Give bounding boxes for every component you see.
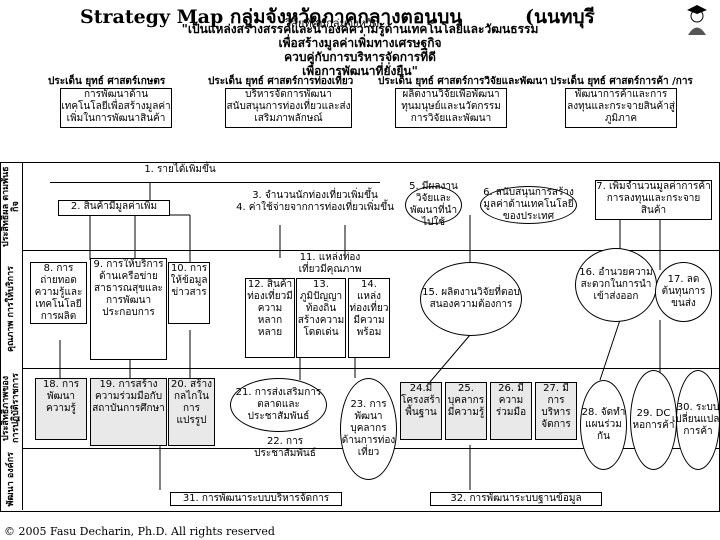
- strategy-header-4: ประเด็น ยุทธ์ ศาสตร์การค้า /การ: [550, 76, 693, 87]
- title-text: Strategy Map กลุ่มจังหวัดภาคกลางตอนบน: [80, 6, 463, 28]
- objective-7: 7. เพิ่มจำนวนมูลค่าการค้าการลงทุนและกระจ…: [595, 180, 712, 220]
- objective-3: 3. จำนวนนักท่องเที่ยวเพิ่มขึ้น: [252, 190, 378, 201]
- objective-21: 21. การส่งเสริมการตลาดและประชาสัมพันธ์: [230, 378, 327, 432]
- objective-31: 31. การพัฒนาระบบบริหารจัดการ: [170, 492, 342, 506]
- objective-1-bar: [50, 176, 380, 183]
- objective-5: 5. มีผลงานวิจัยและพัฒนาที่นำไปใช้: [405, 181, 462, 228]
- objective-30: 30. ระบบเปลี่ยนแปลงการค้า: [672, 370, 720, 470]
- objective-24: 24.มีโครงสร้างพื้นฐาน: [400, 382, 442, 440]
- graduate-logo-icon: [680, 2, 714, 36]
- strategy-headers: ประเด็น ยุทธ์ ศาสตร์เกษตร ประเด็น ยุทธ์ …: [30, 74, 720, 87]
- band-divider-1: [22, 250, 720, 251]
- vision-line-4: เพื่อการพัฒนาที่ยั่งยืน": [302, 64, 418, 78]
- vision-heading: วิสัยทัศน์กลุ่มจังหวัด: [285, 17, 380, 30]
- objective-23: 23. การพัฒนาบุคลากรด้านการท่องเที่ยว: [340, 378, 397, 480]
- objective-20: 20. สร้างกลไกในการแปรรูป: [168, 378, 215, 446]
- strategy-header-3: ประเด็น ยุทธ์ ศาสตร์การวิจัยและพัฒนา: [378, 76, 548, 87]
- page-title: Strategy Map กลุ่มจังหวัดภาคกลางตอนบน (น…: [80, 2, 640, 32]
- strategy-box-agri: การพัฒนาด้านเทคโนโลยีเพื่อสร้างมูลค่าเพิ…: [60, 88, 172, 128]
- objective-12: 12. สินค้าท่องเที่ยวมีความหลากหลาย: [245, 278, 295, 358]
- objective-8: 8. การถ่ายทอดความรู้และเทคโนโลยีการผลิต: [30, 262, 87, 324]
- objective-15: 15. ผลิตงานวิจัยที่ตอบสนองความต้องการ: [420, 262, 522, 336]
- objective-19: 19. การสร้างความร่วมมือกับสถาบันการศึกษา: [90, 378, 167, 446]
- objective-32: 32. การพัฒนาระบบฐานข้อมูล: [430, 492, 602, 506]
- objective-16: 16. อำนวยความสะดวกในการนำเข้าส่งออก: [575, 248, 657, 322]
- objective-17: 17. ลดต้นทุนการขนส่ง: [655, 262, 712, 322]
- objective-1: 1. รายได้เพิ่มขึ้น: [144, 164, 216, 175]
- objective-22: 22. การประชาสัมพันธ์: [254, 436, 316, 459]
- vision-line-3: ควบคู่กับการบริหารจัดการที่ดี: [284, 50, 436, 64]
- strategy-header-2: ประเด็น ยุทธ์ ศาสตร์การท่องเที่ยว: [208, 76, 354, 87]
- objective-2: 2. สินค้ามีมูลค่าเพิ่ม: [58, 200, 170, 216]
- perspective-efficiency: ประสิทธิภาพของ การปฏิบัติราชการ: [0, 368, 23, 448]
- objective-10: 10. การให้ข้อมูลข่าวสาร: [168, 262, 210, 324]
- objective-4: 4. ค่าใช้จ่ายจากการท่องเที่ยวเพิ่มขึ้น: [236, 202, 394, 213]
- perspective-development: พัฒนา องค์กร: [0, 448, 23, 510]
- strategy-box-research: ผลิตงานวิจัยเพื่อพัฒนาทุนมนุษย์และนวัตกร…: [395, 88, 507, 128]
- strategy-box-trade: พัฒนาการค้าและการลงทุนและกระจายสินค้าสู่…: [565, 88, 677, 128]
- objective-11: 11. แหล่งท่องเที่ยวมีคุณภาพ: [298, 252, 362, 275]
- band-divider-2: [22, 368, 720, 369]
- copyright-notice: © 2005 Fasu Decharin, Ph.D. All rights r…: [4, 525, 275, 538]
- objective-25: 25. บุคลากรมีความรู้: [445, 382, 487, 440]
- vision-line-1: "เป็นแหล่งสร้างสรรค์และนำองค์ความรู้ด้าน…: [181, 22, 539, 36]
- objective-14: 14. แหล่งท่องเที่ยวมีความพร้อม: [348, 278, 390, 358]
- perspective-effectiveness: ประสิทธิผล ตามพันธ กิจ: [0, 163, 23, 250]
- objective-26: 26. มีความร่วมมือ: [490, 382, 532, 440]
- strategy-box-tourism: บริหารจัดการพัฒนาสนับสนุนการท่องเที่ยวแล…: [225, 88, 352, 128]
- objective-28: 28. จัดทำแผนร่วมกัน: [580, 380, 627, 470]
- perspective-quality: คุณภาพ การให้บริการ: [0, 250, 23, 368]
- objective-3-4: 3. จำนวนนักท่องเที่ยวเพิ่มขึ้น 4. ค่าใช้…: [235, 190, 395, 214]
- objective-27: 27. มีการบริหารจัดการ: [535, 382, 577, 440]
- title-province: (นนทบุรี: [525, 6, 595, 28]
- objective-6: 6. สนับสนุนการสร้างมูลค่าด้านเทคโนโลยีขอ…: [480, 186, 577, 224]
- objective-13: 13. ภูมิปัญญาท้องถิ่นสร้างความโดดเด่น: [296, 278, 346, 358]
- vision-line-2: เพื่อสร้างมูลค่าเพิ่มทางเศรษฐกิจ: [278, 36, 442, 50]
- objective-18: 18. การพัฒนาความรู้: [35, 378, 87, 440]
- objective-29: 29. DC หอการค้า: [630, 370, 677, 470]
- objective-9: 9. การให้บริการด้านเครือข่ายสาธารณสุขและ…: [90, 258, 167, 360]
- strategy-header-1: ประเด็น ยุทธ์ ศาสตร์เกษตร: [48, 76, 166, 87]
- vision-statement: "เป็นแหล่งสร้างสรรค์และนำองค์ความรู้ด้าน…: [40, 22, 680, 78]
